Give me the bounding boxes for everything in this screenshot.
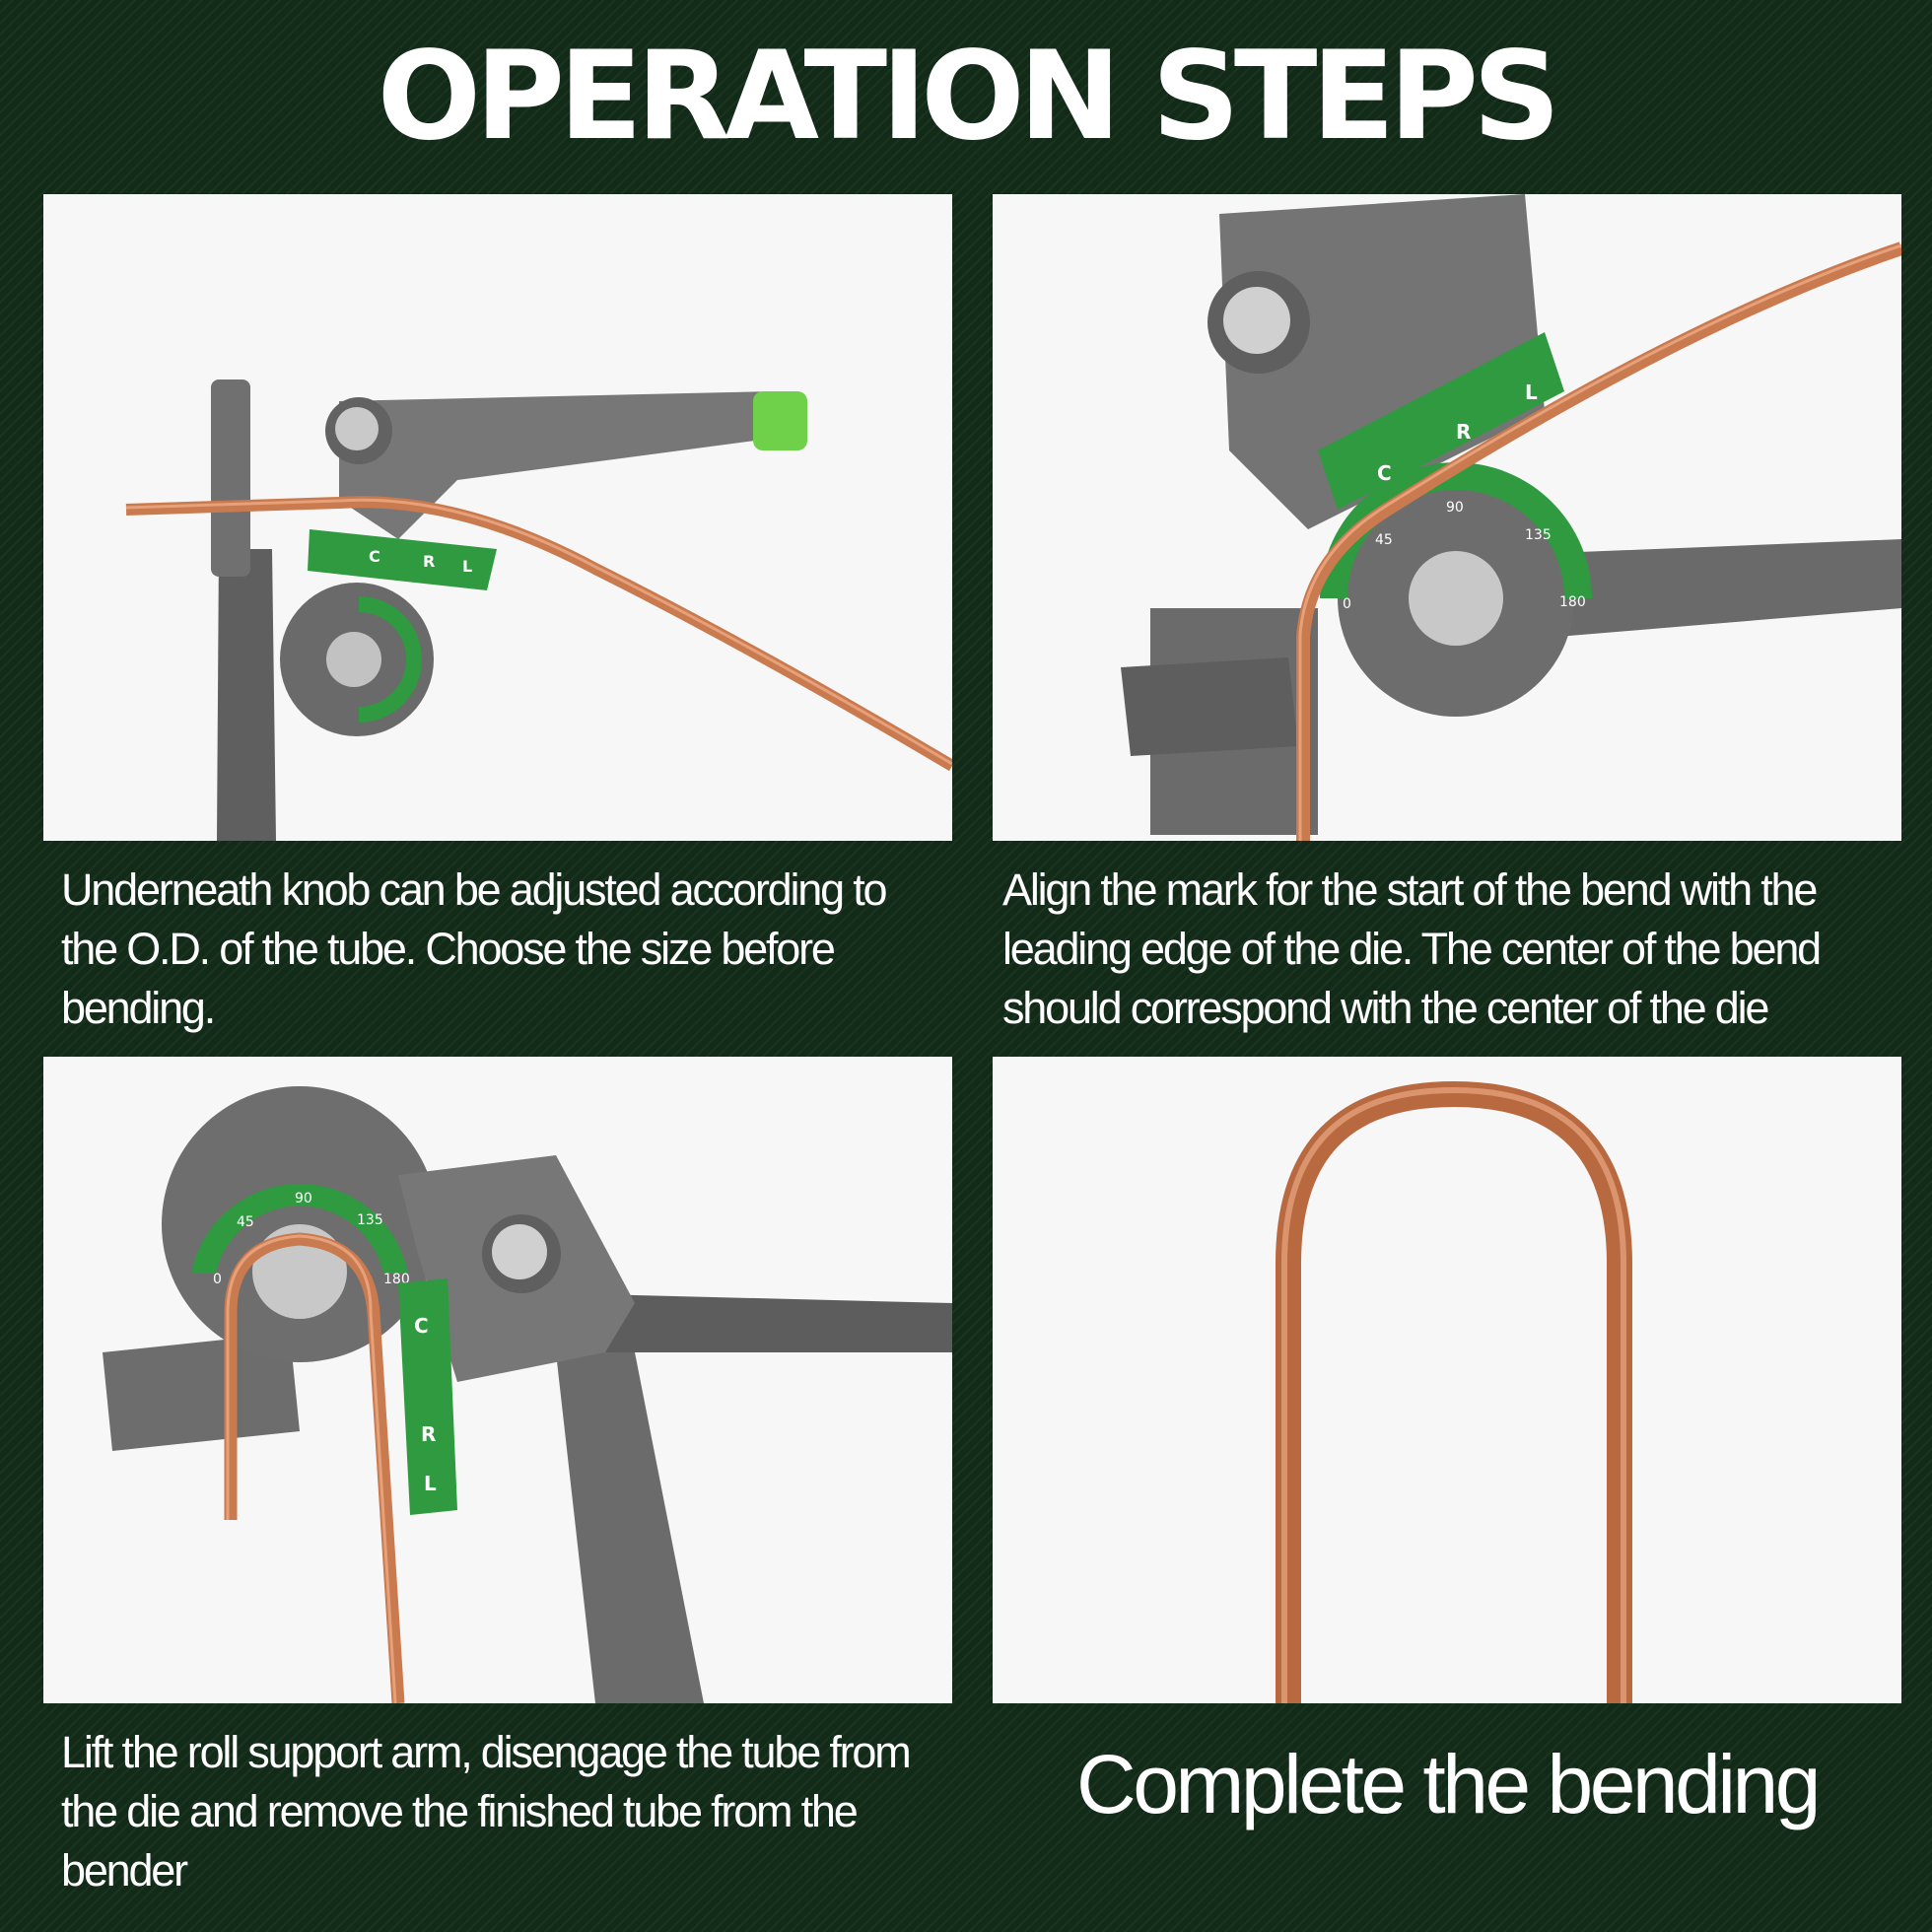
step-2-photo: C R L 0 45 90 135 180: [993, 194, 1901, 841]
svg-text:C: C: [369, 547, 380, 566]
step-1-caption: Underneath knob can be adjusted accordin…: [61, 864, 888, 1033]
step-3-caption: Lift the roll support arm, disengage the…: [61, 1727, 912, 1896]
handle-grip: [753, 391, 807, 450]
svg-text:R: R: [1456, 420, 1471, 444]
die-knob: [1409, 551, 1503, 646]
finished-u-tube: [993, 1057, 1901, 1703]
svg-text:180: 180: [1559, 594, 1586, 610]
svg-text:R: R: [423, 552, 435, 571]
svg-text:90: 90: [295, 1191, 312, 1207]
tube-bender-side-view: C R L: [43, 194, 952, 841]
svg-text:45: 45: [1375, 532, 1393, 548]
step-2-caption: Align the mark for the start of the bend…: [1002, 864, 1822, 1033]
svg-text:L: L: [424, 1472, 437, 1495]
tube-bender-released: 0 45 90 135 180 C R L: [43, 1057, 952, 1703]
svg-text:C: C: [1377, 461, 1392, 485]
step-4-photo: [993, 1057, 1901, 1703]
svg-text:0: 0: [213, 1272, 222, 1287]
svg-text:R: R: [421, 1422, 436, 1446]
step-4-caption: Complete the bending: [1076, 1738, 1821, 1830]
svg-text:L: L: [1525, 380, 1538, 404]
svg-text:L: L: [462, 557, 472, 576]
page-title: OPERATION STEPS: [377, 26, 1561, 168]
svg-text:C: C: [414, 1314, 429, 1338]
die-knob: [326, 632, 381, 687]
svg-text:135: 135: [357, 1212, 383, 1228]
svg-text:45: 45: [237, 1214, 254, 1230]
svg-text:135: 135: [1525, 527, 1552, 543]
svg-text:90: 90: [1446, 500, 1464, 516]
step-3-photo: 0 45 90 135 180 C R L: [43, 1057, 952, 1703]
tube-bender-closeup: C R L 0 45 90 135 180: [993, 194, 1901, 841]
svg-text:0: 0: [1343, 596, 1351, 612]
step-1-photo: C R L: [43, 194, 952, 841]
